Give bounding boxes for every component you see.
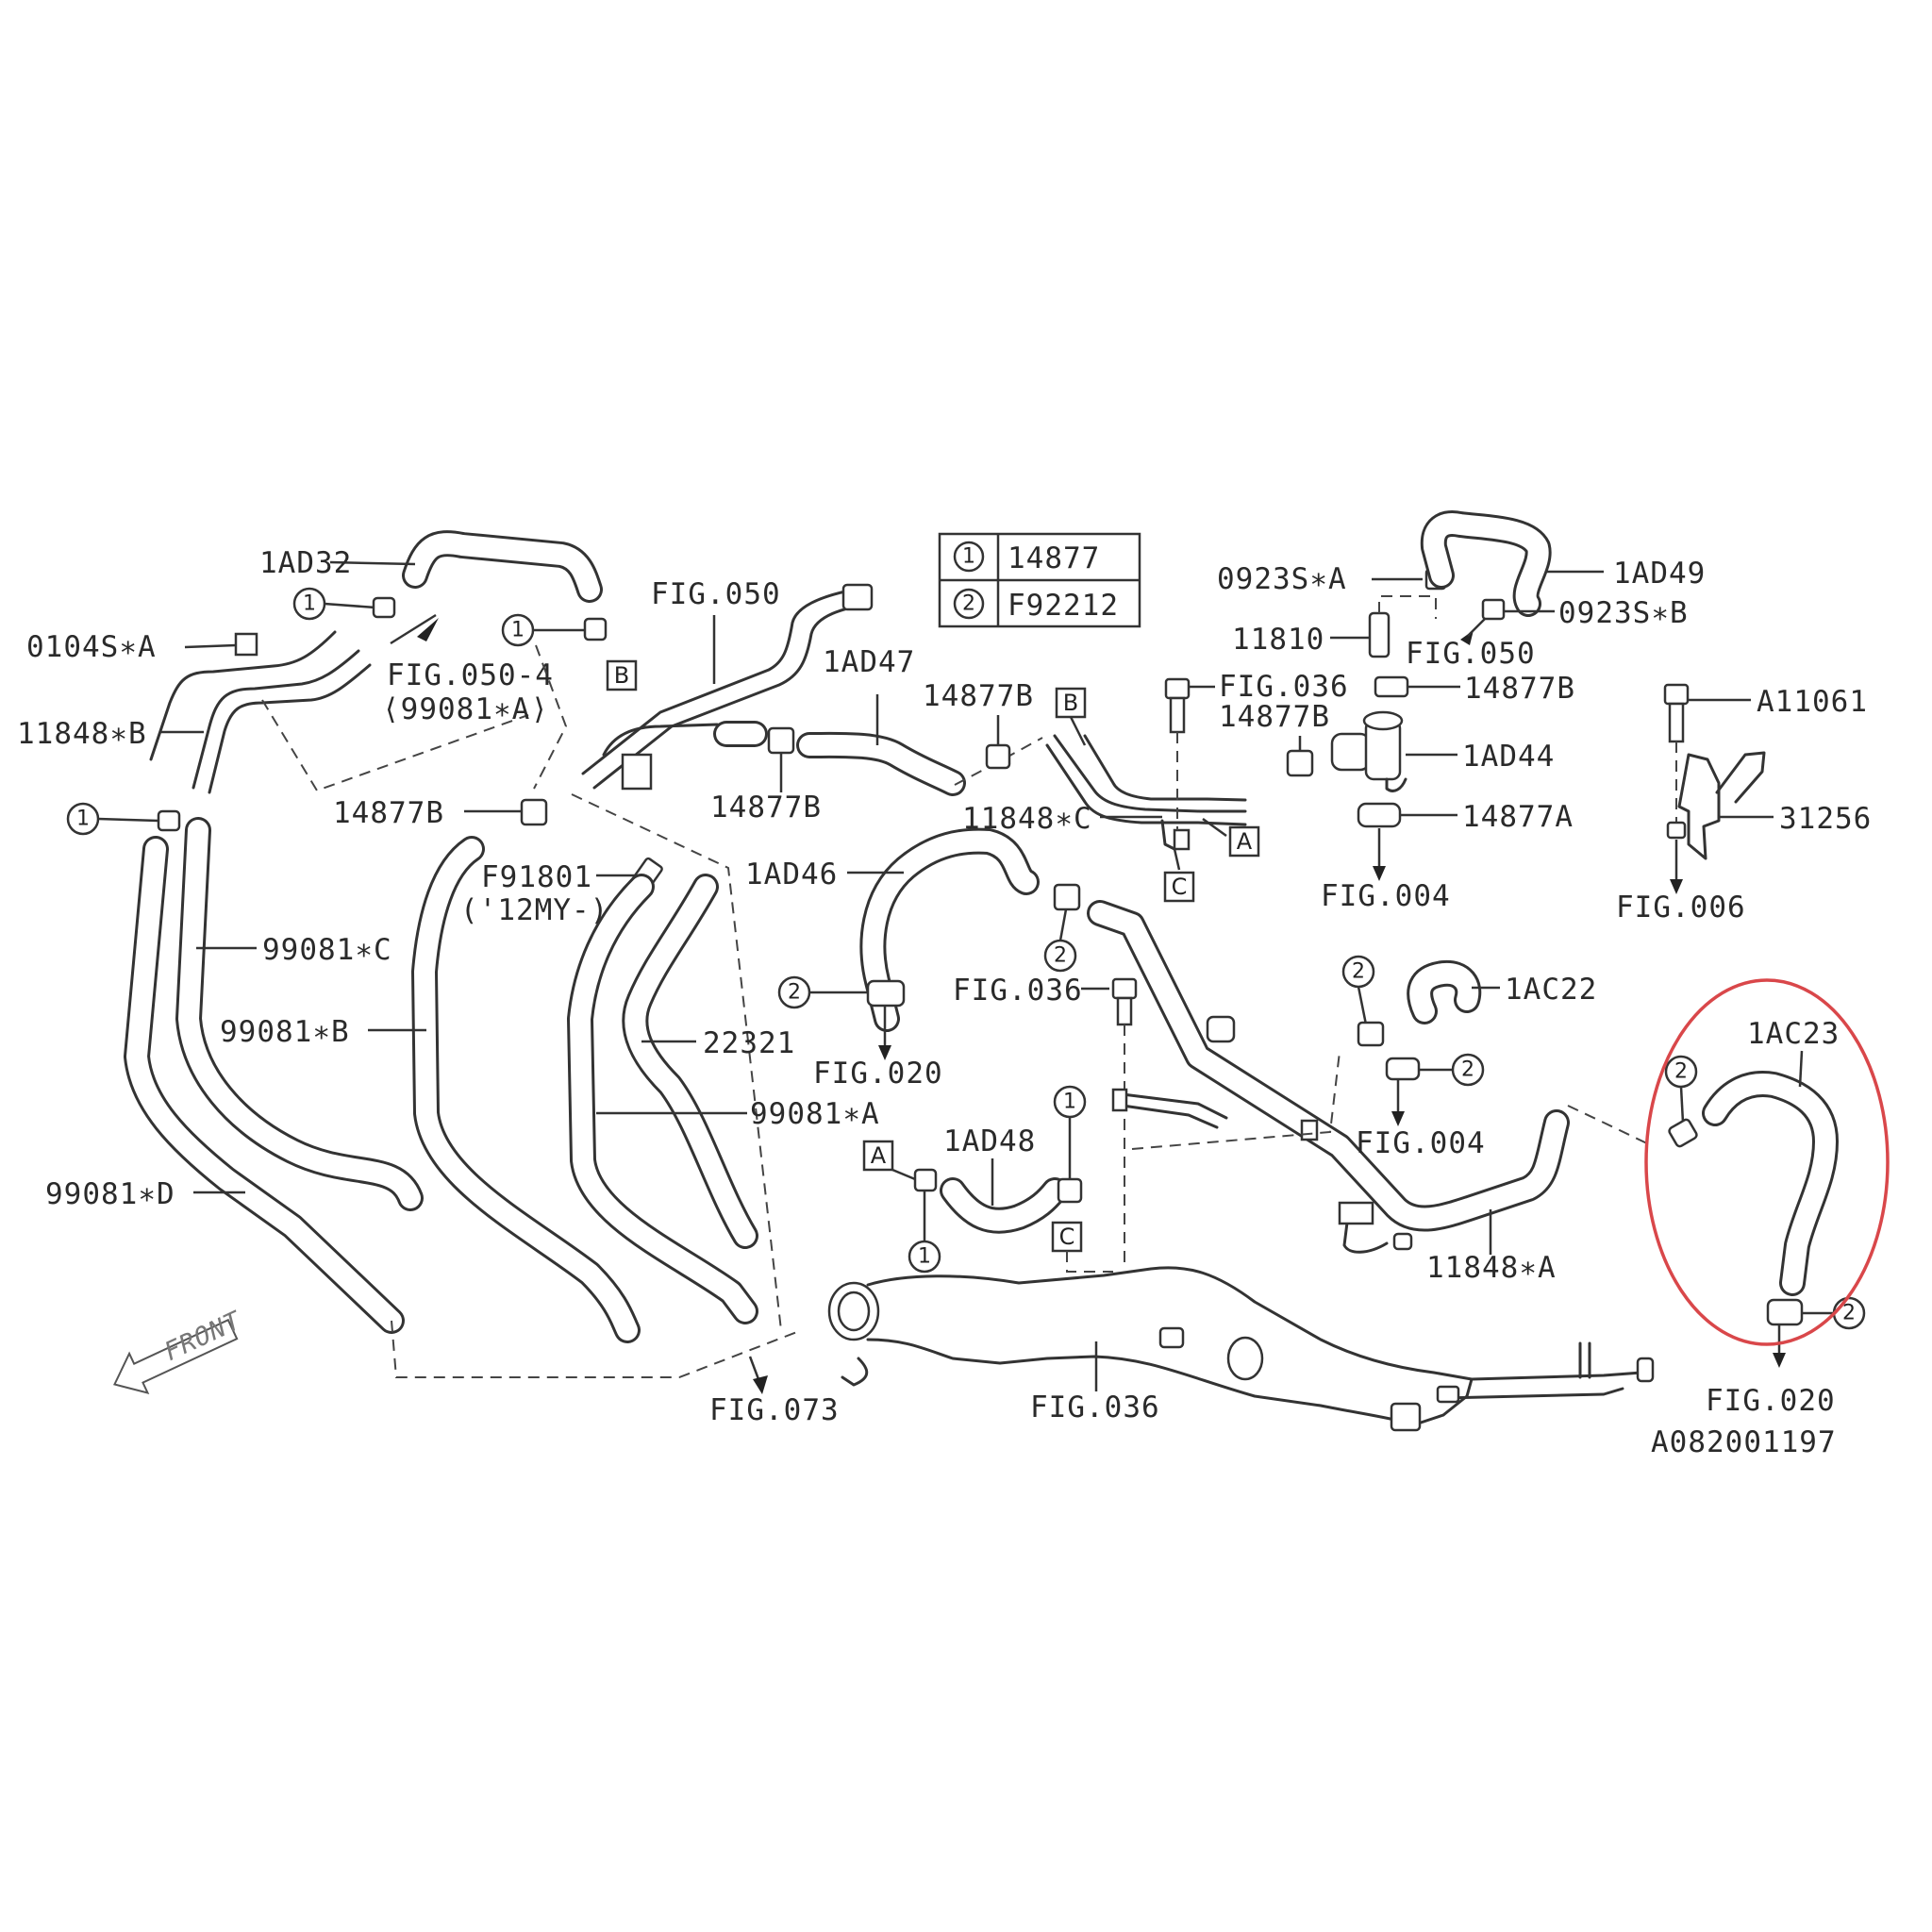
callout-1: 1 <box>76 808 90 831</box>
hose-99081b <box>411 836 641 1343</box>
label-14877b-4: 14877B <box>1219 700 1330 734</box>
callout-2: 2 <box>1054 944 1067 968</box>
label-fig050: FIG.050 <box>651 577 781 611</box>
hose-1ac23 <box>1702 1071 1839 1296</box>
hose-22321 <box>622 874 758 1249</box>
label-1ac22: 1AC22 <box>1505 973 1597 1007</box>
legend-part-1: 14877 <box>1008 541 1100 575</box>
label-1ad48: 1AD48 <box>943 1124 1036 1158</box>
legend-table: 1 14877 2 F92212 <box>938 532 1141 628</box>
label-11848-b: 11848∗B <box>17 717 147 751</box>
pipe-fig050 <box>581 583 874 791</box>
callout-2: 2 <box>1352 960 1365 984</box>
label-0923s-a: 0923S∗A <box>1217 562 1347 596</box>
coolant-pipe-fig036 <box>827 1266 1655 1432</box>
label-fig006: FIG.006 <box>1616 891 1746 924</box>
label-1ad46: 1AD46 <box>745 858 838 891</box>
label-11810: 11810 <box>1232 623 1324 657</box>
label-f91801: F91801 <box>481 860 592 894</box>
marker-b: B <box>614 662 629 689</box>
label-22321: 22321 <box>703 1026 795 1060</box>
label-31256: 31256 <box>1779 802 1872 836</box>
front-arrow <box>112 1318 239 1395</box>
legend-key-2: 2 <box>962 592 975 616</box>
hose-1ac22 <box>1407 959 1482 1024</box>
label-fig073: FIG.073 <box>709 1393 840 1427</box>
callout-1: 1 <box>918 1245 931 1269</box>
label-14877b-5: 14877B <box>1464 672 1575 706</box>
label-1ac23: 1AC23 <box>1747 1017 1840 1051</box>
label-fig004: FIG.004 <box>1321 879 1451 913</box>
label-fig050: FIG.050 <box>1406 637 1536 671</box>
label-99081a-ref: ⟨99081∗A⟩ <box>382 692 549 726</box>
callout-1: 1 <box>303 592 316 616</box>
label-1ad44: 1AD44 <box>1462 740 1555 774</box>
legend-key-1: 1 <box>962 545 975 569</box>
legend-part-2: F92212 <box>1008 589 1119 623</box>
marker-a: A <box>871 1142 887 1169</box>
hose-99081a <box>567 874 758 1324</box>
pipe-11848a <box>1087 900 1570 1254</box>
hose-99081d <box>124 836 405 1334</box>
label-1ad32: 1AD32 <box>259 546 352 580</box>
label-11848-a: 11848∗A <box>1426 1251 1557 1285</box>
marker-c: C <box>1059 1224 1075 1250</box>
label-1ad47: 1AD47 <box>823 645 915 679</box>
callout-1: 1 <box>511 619 525 642</box>
marker-c: C <box>1172 874 1188 900</box>
label-front: FRONT <box>160 1306 247 1367</box>
pipe-11848b <box>149 630 372 794</box>
hose-99081c <box>175 817 424 1211</box>
hose-1ad46 <box>859 827 1040 1032</box>
callout-2: 2 <box>1461 1058 1474 1082</box>
label-14877b-3: 14877B <box>923 679 1034 713</box>
label-fig020: FIG.020 <box>813 1057 943 1091</box>
fitting-1ad44 <box>1330 710 1407 792</box>
label-fig020-2: FIG.020 <box>1706 1384 1836 1418</box>
callout-2: 2 <box>1842 1302 1856 1325</box>
highlight-circle <box>1644 978 1890 1346</box>
callout-1: 1 <box>1063 1091 1076 1114</box>
hose-1ad47 <box>713 721 966 796</box>
callout-2: 2 <box>1674 1060 1688 1084</box>
label-fig050-4: FIG.050-4 <box>387 658 554 692</box>
label-0104s-a: 0104S∗A <box>26 630 157 664</box>
label-99081-c: 99081∗C <box>262 933 392 967</box>
marker-b: B <box>1063 690 1078 716</box>
label-fig004-2: FIG.004 <box>1356 1126 1486 1160</box>
label-1ad49: 1AD49 <box>1613 557 1706 591</box>
label-fig036-2: FIG.036 <box>953 974 1083 1008</box>
marker-a: A <box>1237 828 1253 855</box>
figure-code: A082001197 <box>1651 1425 1837 1459</box>
hose-1ad49 <box>1420 510 1552 617</box>
label-fig036-3: FIG.036 <box>1030 1391 1160 1424</box>
hose-1ad48 <box>940 1177 1068 1234</box>
hose-1ad32 <box>402 530 603 603</box>
label-14877a: 14877A <box>1462 800 1574 834</box>
label-99081-d: 99081∗D <box>45 1177 175 1211</box>
label-12my: ('12MY-) <box>460 893 608 927</box>
label-0923s-b: 0923S∗B <box>1558 596 1689 630</box>
label-99081-b: 99081∗B <box>220 1015 350 1049</box>
pipe-11848c <box>1045 734 1247 851</box>
bracket-31256 <box>1666 741 1766 860</box>
label-99081-a: 99081∗A <box>750 1097 880 1131</box>
callout-2: 2 <box>788 981 801 1005</box>
label-fig036: FIG.036 <box>1219 670 1349 704</box>
label-14877b-2: 14877B <box>710 791 822 824</box>
label-14877b: 14877B <box>333 796 444 830</box>
label-a11061: A11061 <box>1757 685 1868 719</box>
